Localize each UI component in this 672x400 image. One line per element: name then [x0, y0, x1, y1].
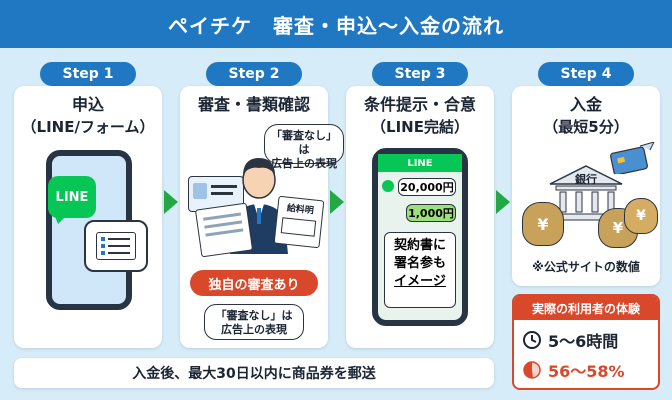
- money-bag-icon: ¥: [624, 198, 658, 234]
- pay-slip-icon: 給料明: [273, 195, 325, 249]
- bank-label: 銀行: [575, 173, 597, 186]
- arrow-right-icon: [496, 190, 510, 214]
- line-app-header: LINE: [378, 154, 462, 172]
- clock-icon: [523, 331, 541, 349]
- step-4-subtitle: （最短5分）: [543, 118, 629, 136]
- step-4-label: Step 4: [538, 62, 634, 86]
- page-title: ペイチケ 審査・申込〜入金の流れ: [168, 13, 504, 38]
- experience-time: 5〜6時間: [548, 332, 619, 351]
- chat-avatar-icon: [382, 180, 394, 192]
- own-screening-badge: 独自の審査あり: [190, 270, 318, 296]
- pie-chart-icon: [523, 361, 541, 379]
- arrow-right-icon: [330, 190, 344, 214]
- step-2-panel: 審査・書類確認 「審査なし」は 広告上の表現 給料明 独自の審査あり 「審査なし…: [180, 86, 344, 348]
- chat-tail-icon: [54, 214, 68, 224]
- form-bubble-icon: [84, 220, 148, 272]
- user-experience-heading: 実際の利用者の体験: [514, 296, 658, 320]
- bank-icon: 銀行: [548, 164, 624, 222]
- step-4-title: 入金: [569, 95, 602, 114]
- experience-time-row: 5〜6時間: [522, 328, 618, 352]
- step-1-label: Step 1: [40, 62, 136, 86]
- step-2-label: Step 2: [206, 62, 302, 86]
- user-experience-box: 実際の利用者の体験 5〜6時間 56〜58%: [512, 294, 660, 390]
- step-1-subtitle: （LINE/フォーム）: [21, 118, 155, 136]
- step-3-title: 条件提示・合意: [363, 95, 476, 114]
- line-logo-icon: LINE: [48, 176, 96, 218]
- experience-percent-row: 56〜58%: [522, 358, 625, 382]
- step-3-label: Step 3: [372, 62, 468, 86]
- amount-message-2: 1,000円: [406, 204, 456, 222]
- page-header: ペイチケ 審査・申込〜入金の流れ: [0, 0, 672, 48]
- step-3-panel: 条件提示・合意 （LINE完結） LINE 20,000円 1,000円 契約書…: [346, 86, 494, 348]
- money-bag-icon: ¥: [522, 202, 564, 246]
- document-icon: [194, 202, 254, 258]
- bottom-note: 入金後、最大30日以内に商品券を郵送: [14, 358, 494, 388]
- official-site-note: ※公式サイトの数値: [532, 260, 640, 274]
- experience-percent: 56〜58%: [548, 362, 625, 381]
- speech-bubble-bottom: 「審査なし」は 広告上の表現: [204, 304, 304, 340]
- step-1-panel: 申込 （LINE/フォーム） LINE: [14, 86, 162, 348]
- step-2-title: 審査・書類確認: [197, 95, 310, 114]
- smartphone-chat-icon: LINE 20,000円 1,000円 契約書に 署名参も イメージ: [372, 148, 468, 326]
- step-4-panel: 入金 （最短5分） 銀行 ¥ ¥ ¥ ※公式サイトの数値: [512, 86, 660, 286]
- arrow-right-icon: [164, 190, 178, 214]
- speech-bubble-top: 「審査なし」は 広告上の表現: [264, 124, 344, 170]
- step-3-subtitle: （LINE完結）: [371, 118, 469, 136]
- step-1-title: 申込: [71, 95, 104, 114]
- amount-message-1: 20,000円: [398, 178, 456, 196]
- contract-message: 契約書に 署名参も イメージ: [384, 232, 456, 308]
- credit-card-icon: [610, 142, 655, 174]
